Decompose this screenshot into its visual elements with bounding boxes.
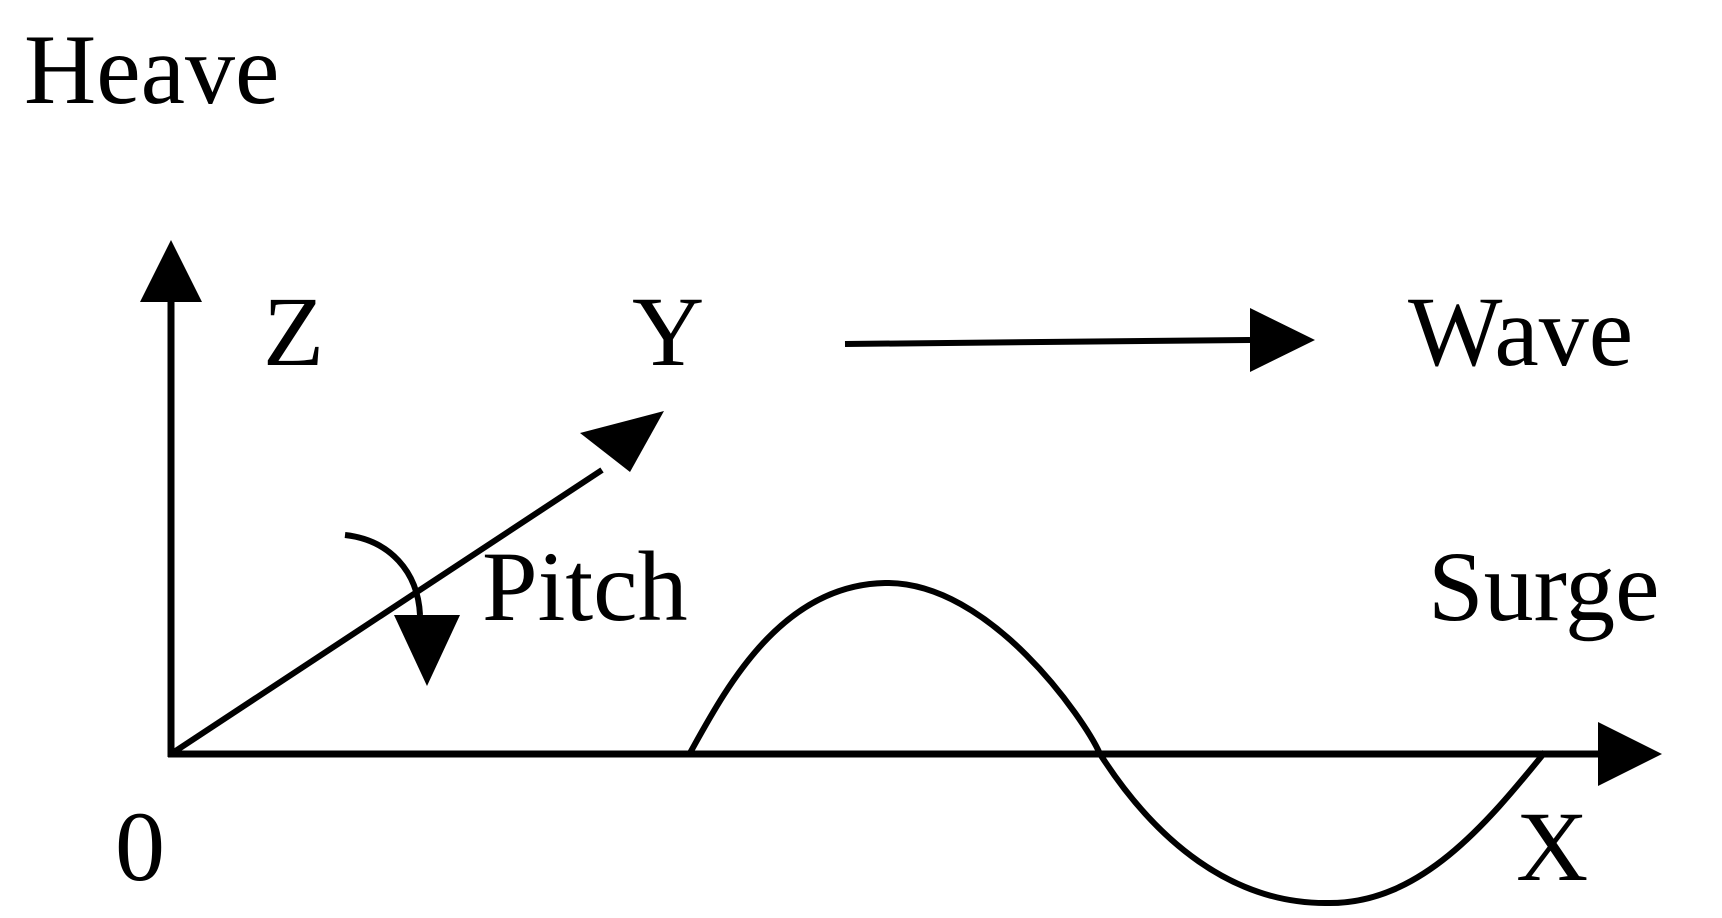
wave-label: Wave	[1408, 276, 1633, 387]
x-axis	[168, 722, 1662, 786]
pitch-arrowhead	[394, 615, 460, 686]
surge-label: Surge	[1428, 531, 1660, 642]
x-axis-label: X	[1516, 791, 1588, 902]
z-axis-arrowhead	[140, 240, 202, 302]
y-axis-arrowhead	[580, 411, 664, 472]
heave-label: Heave	[24, 14, 279, 125]
wave-arrowhead	[1250, 308, 1315, 372]
x-axis-arrowhead	[1598, 722, 1662, 786]
origin-label: 0	[115, 791, 165, 902]
wave-direction-arrow	[844, 308, 1315, 372]
wave-curve	[687, 579, 1548, 907]
y-axis	[169, 411, 664, 757]
y-axis-label: Y	[632, 276, 704, 387]
z-axis	[140, 240, 202, 757]
pitch-label: Pitch	[482, 531, 688, 642]
pitch-rotation-arrow	[344, 532, 460, 686]
z-axis-label: Z	[263, 276, 324, 387]
